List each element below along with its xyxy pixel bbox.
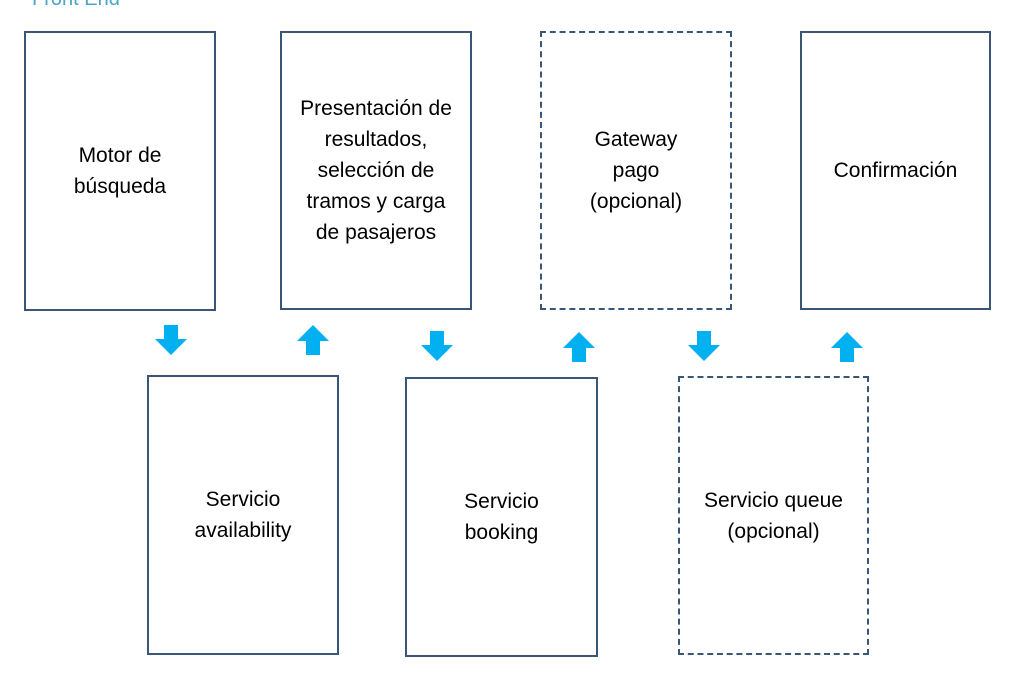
box-gateway-pago: Gateway pago (opcional) — [540, 31, 732, 310]
box-label: Servicio availability — [194, 488, 292, 542]
box-motor-de-busqueda: Motor de búsqueda — [24, 31, 216, 311]
box-confirmacion: Confirmación — [800, 31, 991, 310]
box-label: Confirmación — [833, 159, 958, 182]
arrow-up-icon — [563, 332, 595, 362]
box-servicio-booking: Servicio booking — [405, 377, 598, 657]
box-presentacion-resultados: Presentación de resultados, selección de… — [280, 31, 472, 310]
box-servicio-availability: Servicio availability — [147, 375, 339, 655]
arrow-up-icon — [297, 325, 329, 355]
arrow-up-icon — [831, 332, 863, 362]
box-label: Servicio queue (opcional) — [704, 488, 843, 543]
arrow-down-icon — [688, 331, 720, 361]
box-label: Presentación de resultados, selección de… — [300, 97, 452, 244]
diagram-title: Front End — [32, 0, 120, 11]
box-label: Gateway pago (opcional) — [589, 128, 683, 213]
arrow-down-icon — [421, 331, 453, 361]
box-label: Servicio booking — [464, 490, 539, 544]
arrow-down-icon — [155, 325, 187, 355]
box-servicio-queue: Servicio queue (opcional) — [678, 376, 869, 655]
box-label: Motor de búsqueda — [73, 144, 167, 198]
